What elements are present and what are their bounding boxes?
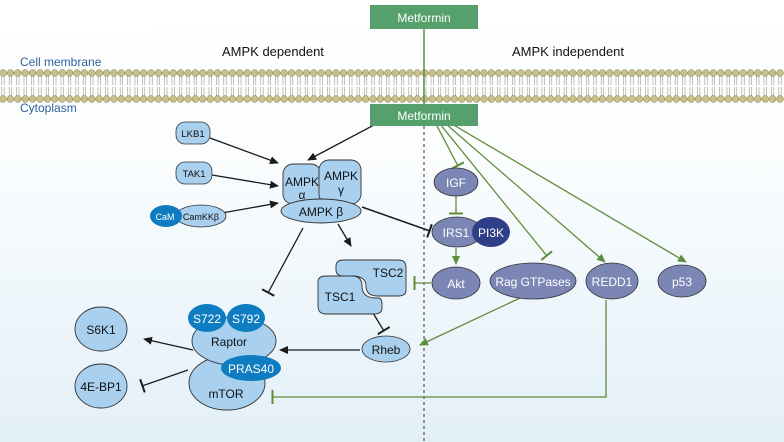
ampk-alpha-symbol: α: [299, 188, 306, 202]
edge-camkk-ampk: [221, 200, 279, 214]
lkb1-node: [175, 121, 211, 145]
tak1-node: [175, 161, 213, 185]
pras40-node: [221, 355, 281, 381]
edge-metformin-ampk: [307, 124, 375, 161]
irs1-label: IRS1: [443, 226, 470, 240]
ampk-alpha-label: AMPK: [285, 175, 319, 189]
edge-mtor-4ebp1: [139, 369, 189, 393]
right-region-title: AMPK independent: [512, 44, 624, 59]
cytoplasm-label: Cytoplasm: [20, 101, 77, 115]
cam-node: [150, 205, 182, 227]
tak1-label: TAK1: [182, 169, 205, 180]
tsc1-node: [317, 275, 383, 315]
edge-metformin-p53: [451, 123, 687, 263]
4ebp1-label: 4E-BP1: [80, 380, 122, 394]
tsc-complex: TSC2 TSC1: [317, 259, 407, 315]
metformin-intracellular-box: [370, 104, 478, 126]
rag-gtpases-node: [489, 262, 577, 300]
mtorc1-complex: S722 S792 Raptor PRAS40 mTOR: [188, 304, 281, 411]
igf-node: [433, 167, 479, 197]
membrane-label: Cell membrane: [20, 55, 102, 69]
redd1-node: [585, 262, 639, 300]
tsc1-label: TSC1: [325, 290, 356, 304]
metformin-intracellular-label: Metformin: [397, 109, 450, 123]
metformin-extracellular-box: [370, 5, 478, 29]
rheb-label: Rheb: [372, 343, 401, 357]
cam-label: CaM: [155, 212, 174, 222]
ampk-gamma-symbol: γ: [338, 183, 344, 197]
p53-node: [657, 264, 707, 298]
4ebp1-node: [74, 363, 128, 409]
edge-tak1-ampk: [211, 174, 279, 189]
igf-label: IGF: [446, 176, 466, 190]
pi3k-label: PI3K: [478, 226, 504, 240]
s6k1-node: [74, 306, 128, 352]
camkkb-label: CamKKβ: [183, 212, 219, 222]
edge-lkb1-ampk: [209, 137, 279, 164]
edge-raptor-s6k1: [143, 336, 194, 351]
edge-rag-rheb: [419, 297, 521, 346]
s792-site: [227, 304, 265, 332]
ampk-beta-subunit: [280, 198, 362, 224]
blank-panel: [0, 0, 156, 33]
edge-metformin-redd1: [445, 123, 606, 263]
left-region-title: AMPK dependent: [222, 44, 324, 59]
metformin-extracellular-label: Metformin: [397, 11, 450, 25]
p53-label: p53: [672, 275, 692, 289]
rag-gtpases-label: Rag GTPases: [495, 275, 570, 289]
edge-ampk-irs1: [361, 206, 433, 238]
akt-label: Akt: [447, 277, 465, 291]
s792-label: S792: [232, 312, 260, 326]
edge-metformin-rag: [439, 123, 553, 261]
edge-ampk-tsc: [337, 223, 352, 247]
edge-redd1-mtor: [271, 300, 607, 404]
ampk-complex: AMPK α AMPK γ AMPK β: [280, 159, 362, 224]
s6k1-label: S6K1: [86, 323, 116, 337]
edge-tsc-rheb: [372, 312, 391, 336]
rheb-node: [361, 335, 411, 363]
raptor-label: Raptor: [211, 335, 247, 349]
s722-label: S722: [193, 312, 221, 326]
ampk-beta-label: AMPK β: [299, 205, 343, 219]
edge-ampk-raptor: [261, 227, 304, 297]
tsc2-label: TSC2: [373, 266, 404, 280]
akt-node: [431, 266, 481, 300]
s722-site: [188, 304, 226, 332]
cell-membrane: [0, 69, 784, 103]
pi3k-node: [472, 217, 510, 247]
redd1-label: REDD1: [592, 275, 633, 289]
lkb1-label: LKB1: [181, 129, 204, 140]
mtor-label: mTOR: [208, 387, 243, 401]
ampk-gamma-label: AMPK: [324, 169, 358, 183]
edge-metformin-igf: [435, 123, 465, 170]
pras40-label: PRAS40: [228, 362, 274, 376]
